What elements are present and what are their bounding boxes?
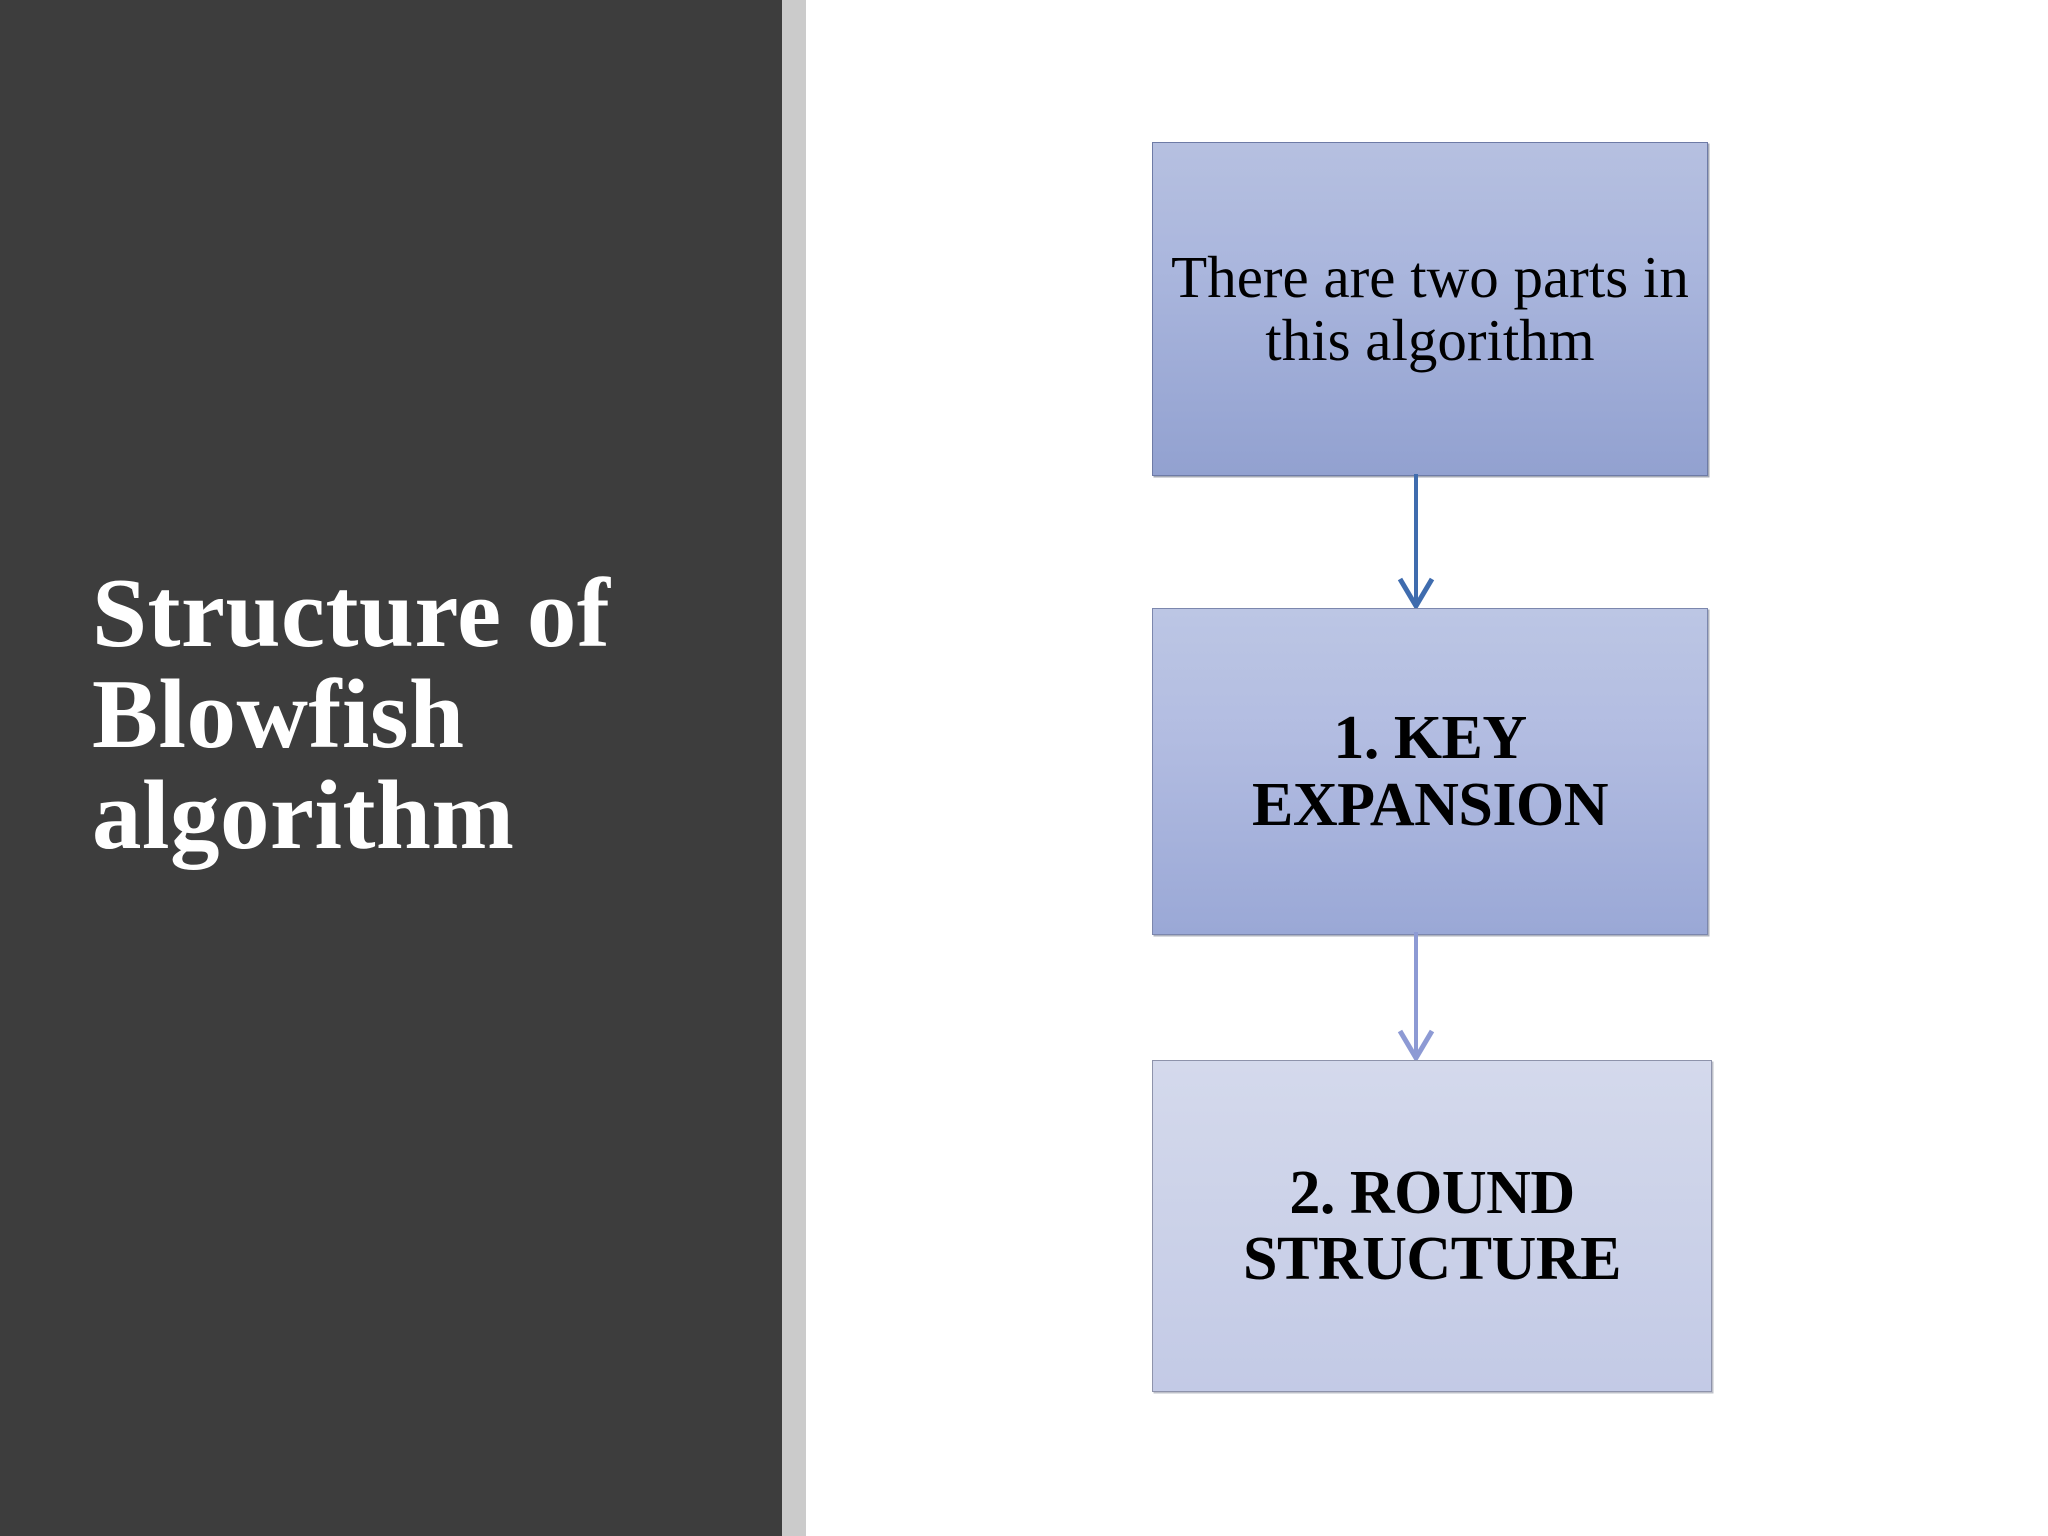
flow-node-key-expansion-label: 1. KEY EXPANSION: [1251, 704, 1609, 839]
flow-node-round-structure[interactable]: 2. ROUND STRUCTURE: [1152, 1060, 1712, 1392]
title-panel: [0, 0, 782, 1536]
flow-node-key-expansion[interactable]: 1. KEY EXPANSION: [1152, 608, 1708, 935]
connector-arrow-key-expansion-to-round-structure: [1397, 932, 1435, 1063]
panel-divider: [782, 0, 806, 1536]
flow-node-intro-label: There are two parts in this algorithm: [1171, 243, 1689, 373]
flow-diagram: There are two parts in this algorithm 1.…: [806, 0, 2048, 1536]
flow-node-intro[interactable]: There are two parts in this algorithm: [1152, 142, 1708, 476]
page-title: Structure of Blowfish algorithm: [92, 559, 611, 871]
connector-arrow-intro-to-key-expansion: [1397, 474, 1435, 611]
flow-node-round-structure-label: 2. ROUND STRUCTURE: [1243, 1158, 1621, 1293]
